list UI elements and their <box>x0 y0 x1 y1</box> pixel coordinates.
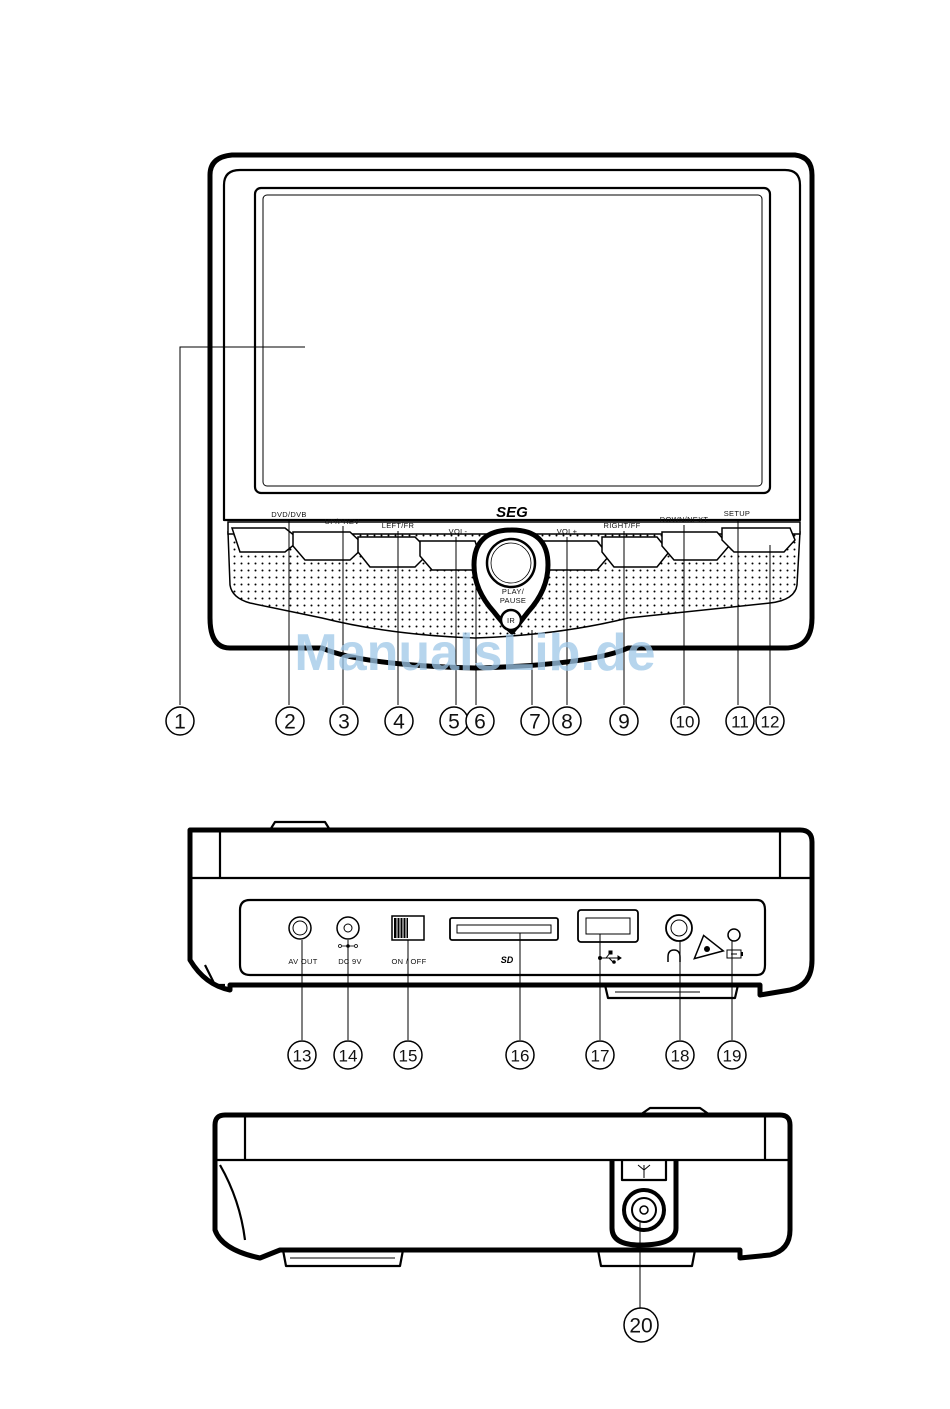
left-fr-button[interactable] <box>358 537 430 567</box>
svg-text:12: 12 <box>761 713 780 732</box>
label-setup: SETUP <box>724 509 751 518</box>
watermark: ManualsLib.de <box>294 624 655 682</box>
callout-11: 11 <box>726 707 754 735</box>
play-pause-button[interactable] <box>487 539 535 587</box>
svg-text:9: 9 <box>618 711 630 734</box>
svg-text:6: 6 <box>474 711 486 734</box>
callout-4: 4 <box>385 707 413 735</box>
callout-13: 13 <box>288 1041 316 1069</box>
label-right-ff: RIGHT/FF <box>604 521 641 530</box>
label-dc: DC 9V <box>338 957 362 966</box>
svg-text:11: 11 <box>731 713 749 732</box>
callout-15: 15 <box>394 1041 422 1069</box>
svg-text:4: 4 <box>393 711 405 734</box>
brand-logo: SEG <box>496 504 528 521</box>
up-prev-button[interactable] <box>293 532 365 560</box>
usb-icon <box>599 951 622 963</box>
svg-text:19: 19 <box>723 1047 742 1066</box>
callout-6: 6 <box>466 707 494 735</box>
callout-3: 3 <box>330 707 358 735</box>
vol-minus-button[interactable] <box>420 541 480 570</box>
play-pause-label-2: PAUSE <box>500 596 526 605</box>
callout-14: 14 <box>334 1041 362 1069</box>
front-view: IR PLAY/ PAUSE SEG DVD/DVB UP/PREV LEFT/… <box>180 155 812 705</box>
bottom-view <box>215 1108 790 1310</box>
svg-text:5: 5 <box>448 711 460 734</box>
label-down-next: DOWN/NEXT <box>660 515 709 524</box>
battery-icon <box>727 950 743 958</box>
svg-text:3: 3 <box>338 711 350 734</box>
dvd-dvb-button[interactable] <box>232 528 300 552</box>
label-av-out: AV OUT <box>288 957 317 966</box>
svg-text:17: 17 <box>591 1047 610 1066</box>
play-pause-label-1: PLAY/ <box>502 587 525 596</box>
svg-text:18: 18 <box>671 1047 690 1066</box>
down-next-button[interactable] <box>662 532 729 560</box>
svg-text:13: 13 <box>293 1047 312 1066</box>
headphone-icon <box>668 950 680 962</box>
label-power: ON / OFF <box>392 957 427 966</box>
setup-button[interactable] <box>722 528 795 552</box>
svg-text:1: 1 <box>174 711 186 734</box>
callout-7: 7 <box>521 707 549 735</box>
right-ff-button[interactable] <box>602 537 669 567</box>
svg-text:8: 8 <box>561 711 573 734</box>
sd-card-logo-icon: SD <box>501 955 514 965</box>
svg-text:2: 2 <box>284 711 296 734</box>
callout-2: 2 <box>276 707 304 735</box>
callout-8: 8 <box>553 707 581 735</box>
antenna-icon <box>638 1165 650 1178</box>
svg-text:7: 7 <box>529 711 541 734</box>
svg-text:16: 16 <box>511 1047 530 1066</box>
svg-text:14: 14 <box>339 1047 358 1066</box>
callout-10: 10 <box>671 707 699 735</box>
callout-16: 16 <box>506 1041 534 1069</box>
label-up-prev: UP/PREV <box>324 517 359 526</box>
lcd-screen <box>255 188 770 493</box>
callout-5: 5 <box>440 707 468 735</box>
callouts: 1 2 3 4 5 6 7 8 9 10 11 12 13 14 15 16 1… <box>166 707 784 1342</box>
svg-text:20: 20 <box>629 1315 652 1338</box>
label-vol-minus: VOL- <box>449 527 468 536</box>
svg-text:15: 15 <box>399 1047 418 1066</box>
side-view: AV OUT DC 9V ON / OFF SD <box>190 822 812 1040</box>
callout-19: 19 <box>718 1041 746 1069</box>
label-dvd-dvb: DVD/DVB <box>271 510 306 519</box>
callout-1: 1 <box>166 707 194 735</box>
battery-indicator <box>728 929 740 941</box>
callout-18: 18 <box>666 1041 694 1069</box>
callout-12: 12 <box>756 707 784 735</box>
callout-9: 9 <box>610 707 638 735</box>
callout-20: 20 <box>624 1308 658 1342</box>
callout-17: 17 <box>586 1041 614 1069</box>
label-left-fr: LEFT/FR <box>382 521 415 530</box>
svg-text:10: 10 <box>676 713 695 732</box>
label-vol-plus: VOL+ <box>557 527 578 536</box>
laser-warning-icon <box>689 932 723 959</box>
